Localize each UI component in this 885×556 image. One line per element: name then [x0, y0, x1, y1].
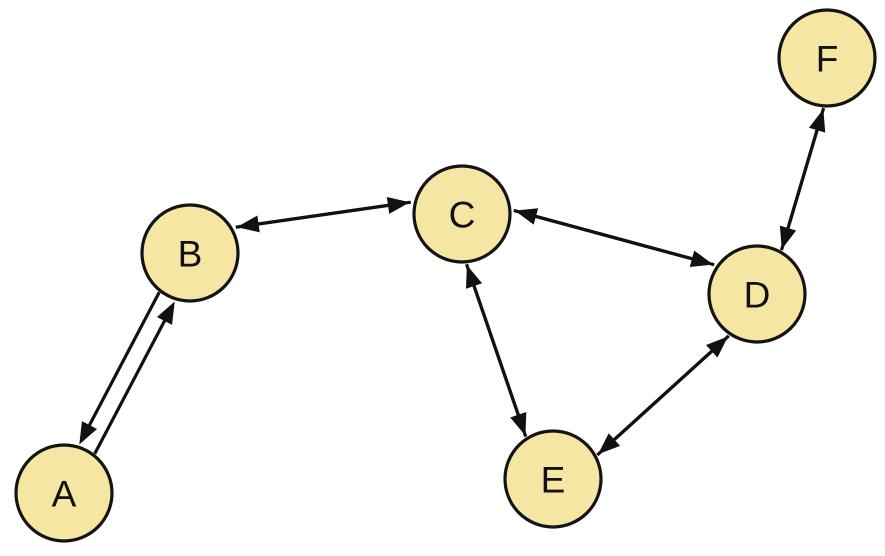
edge-shaft: [612, 334, 730, 442]
edge-d-to-c: [514, 208, 715, 267]
edge-c-to-b: [236, 200, 412, 233]
arrowhead-icon: [779, 225, 797, 250]
nodes-layer: A B C D E F: [14, 8, 877, 543]
graph-node-f[interactable]: F: [777, 8, 877, 108]
arrowhead-icon: [156, 301, 175, 325]
graph-node-c[interactable]: C: [412, 164, 512, 264]
edge-shaft: [785, 107, 826, 231]
edge-shaft: [256, 200, 412, 226]
node-circle[interactable]: [14, 443, 114, 543]
graph-node-e[interactable]: E: [503, 429, 603, 529]
edge-shaft: [93, 318, 167, 455]
edge-d-to-e: [598, 334, 730, 455]
node-label: E: [541, 460, 566, 501]
node-label: F: [816, 39, 839, 80]
arrowhead-icon: [465, 265, 483, 289]
arrowhead-icon: [236, 215, 260, 233]
node-circle[interactable]: [140, 203, 240, 303]
arrowhead-icon: [598, 433, 621, 455]
edge-shaft: [87, 291, 161, 428]
edge-e-to-c: [465, 265, 528, 438]
node-label: C: [449, 195, 476, 236]
graph-node-a[interactable]: A: [14, 443, 114, 543]
arrowhead-icon: [514, 208, 539, 225]
edge-shaft: [471, 283, 528, 438]
arrowhead-icon: [79, 421, 98, 445]
node-circle[interactable]: [412, 164, 512, 264]
node-circle[interactable]: [777, 8, 877, 108]
node-circle[interactable]: [707, 244, 807, 344]
graph-node-d[interactable]: D: [707, 244, 807, 344]
node-label: A: [52, 474, 77, 515]
edge-b-to-a: [79, 291, 161, 445]
node-label: B: [178, 234, 203, 275]
edge-shaft: [533, 214, 715, 267]
edge-f-to-d: [779, 107, 826, 250]
graph-node-b[interactable]: B: [140, 203, 240, 303]
node-circle[interactable]: [503, 429, 603, 529]
edges-layer: [79, 107, 826, 457]
edge-a-to-b: [93, 301, 175, 455]
node-label: D: [744, 275, 771, 316]
